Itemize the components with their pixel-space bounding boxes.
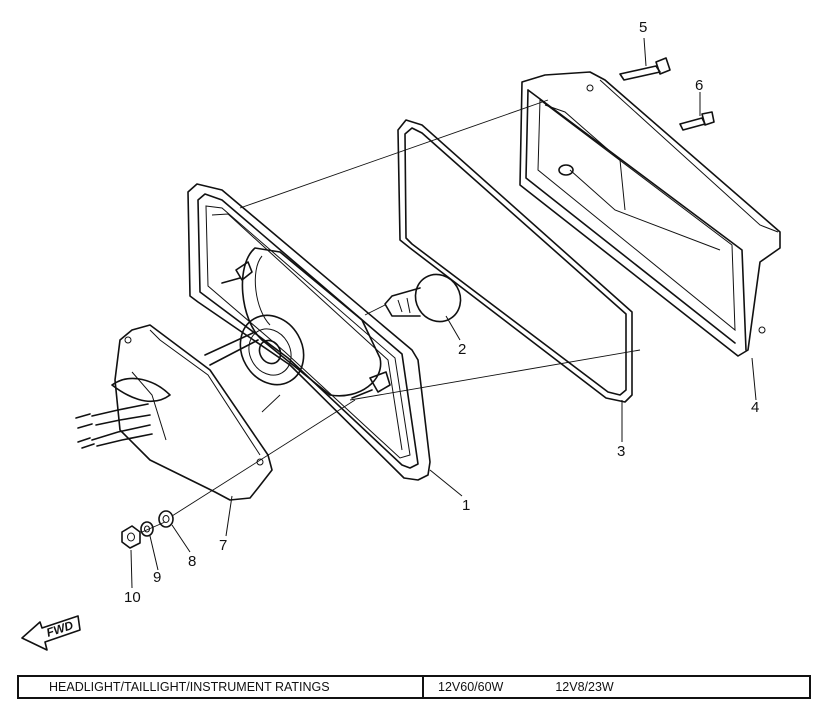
ratings-value-headlight: 12V60/60W <box>438 680 504 694</box>
ratings-label: HEADLIGHT/TAILLIGHT/INSTRUMENT RATINGS <box>19 677 424 697</box>
lens-housing <box>519 71 781 357</box>
lock-washer-9 <box>140 521 154 537</box>
callout-2: 2 <box>458 341 466 358</box>
screw-6 <box>679 111 715 131</box>
callout-7: 7 <box>219 537 227 554</box>
callout-3: 3 <box>617 443 625 460</box>
fwd-arrow-icon: FWD <box>21 615 81 651</box>
screw-5 <box>619 57 671 81</box>
ratings-value-taillight: 12V8/23W <box>555 680 614 694</box>
callout-9: 9 <box>153 569 161 586</box>
assembly-lines <box>141 99 641 533</box>
gasket <box>397 119 633 403</box>
ratings-table: HEADLIGHT/TAILLIGHT/INSTRUMENT RATINGS 1… <box>17 675 811 699</box>
bulb <box>384 273 462 323</box>
callout-4: 4 <box>751 399 759 416</box>
light-base <box>187 183 431 481</box>
callout-1: 1 <box>462 497 470 514</box>
washer-8 <box>158 510 174 528</box>
callout-10: 10 <box>124 589 141 606</box>
callout-8: 8 <box>188 553 196 570</box>
leader-lines <box>130 37 757 589</box>
rubber-cover <box>75 324 273 501</box>
nut-10 <box>121 525 141 549</box>
callout-5: 5 <box>639 19 647 36</box>
callout-6: 6 <box>695 77 703 94</box>
